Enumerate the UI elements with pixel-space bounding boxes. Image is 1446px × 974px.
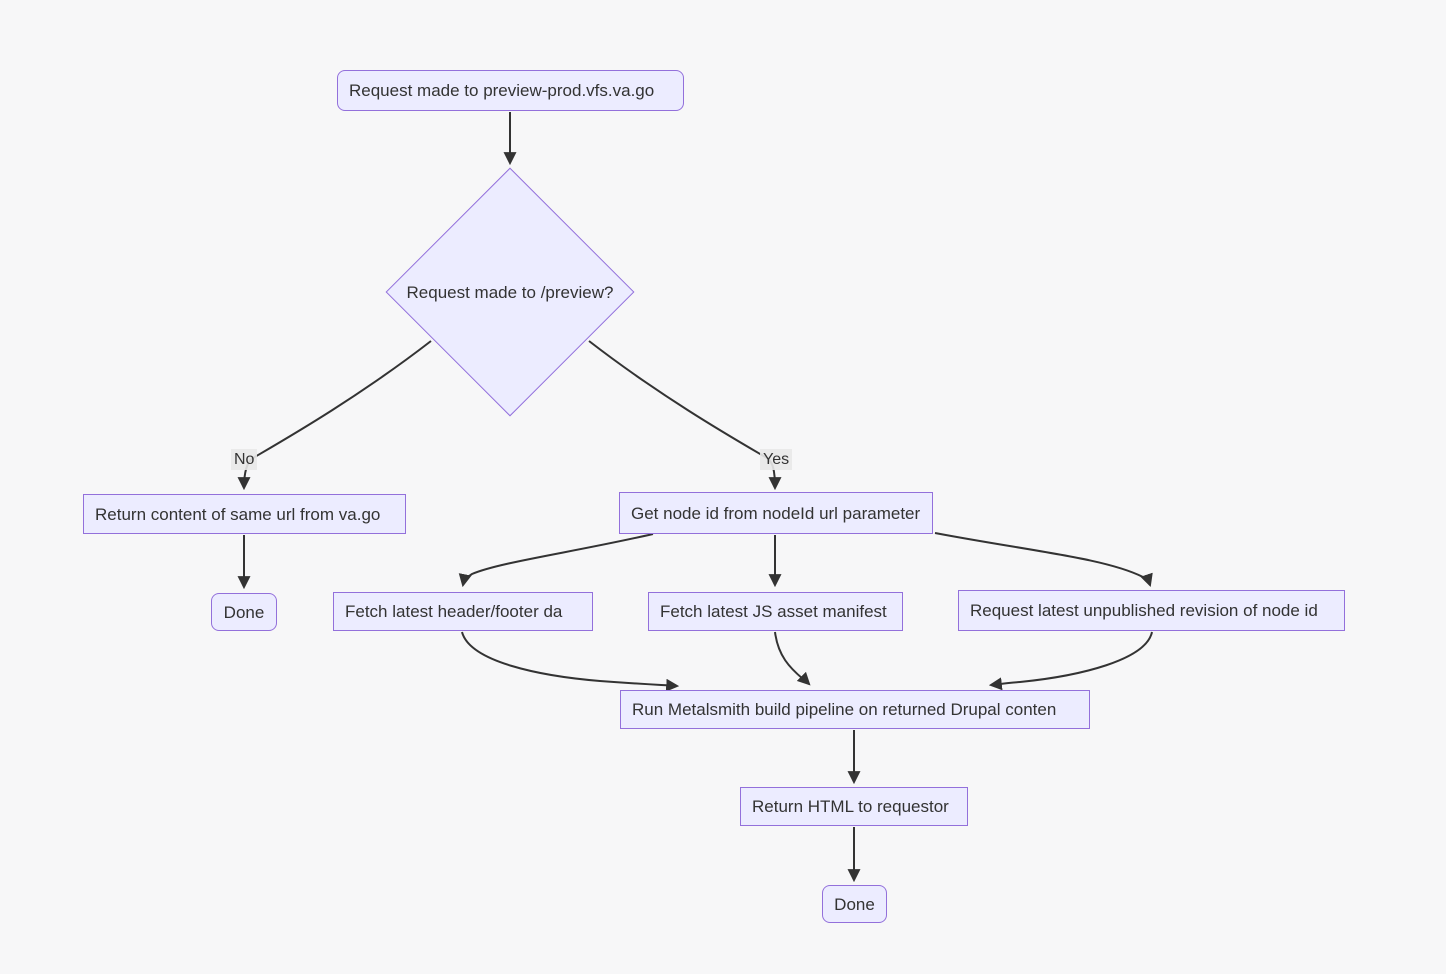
edge-getnode-unpublished — [934, 532, 1153, 588]
edge-decision-yes — [588, 340, 782, 491]
node-fetch-js-manifest: Fetch latest JS asset manifest — [648, 592, 903, 631]
edge-label-no: No — [231, 449, 258, 471]
edge-jsmanifest-metalsmith — [774, 631, 811, 686]
decision-diamond-label: Request made to /preview? — [406, 283, 614, 302]
node-done-left: Done — [211, 593, 277, 631]
node-run-metalsmith: Run Metalsmith build pipeline on returne… — [620, 690, 1090, 729]
node-get-node-id: Get node id from nodeId url parameter — [619, 492, 933, 534]
edge-unpublished-metalsmith — [988, 631, 1153, 691]
node-fetch-header-footer: Fetch latest header/footer da — [333, 592, 593, 631]
edge-headerfooter-metalsmith — [461, 631, 680, 692]
edge-getnode-headerfooter — [458, 533, 654, 588]
node-request-unpublished: Request latest unpublished revision of n… — [958, 590, 1345, 631]
node-start: Request made to preview-prod.vfs.va.go — [337, 70, 684, 111]
node-return-same-url: Return content of same url from va.go — [83, 494, 406, 534]
node-done-bottom: Done — [822, 885, 887, 923]
edge-decision-no — [237, 340, 432, 491]
node-return-html: Return HTML to requestor — [740, 787, 968, 826]
edge-label-yes: Yes — [760, 449, 793, 471]
